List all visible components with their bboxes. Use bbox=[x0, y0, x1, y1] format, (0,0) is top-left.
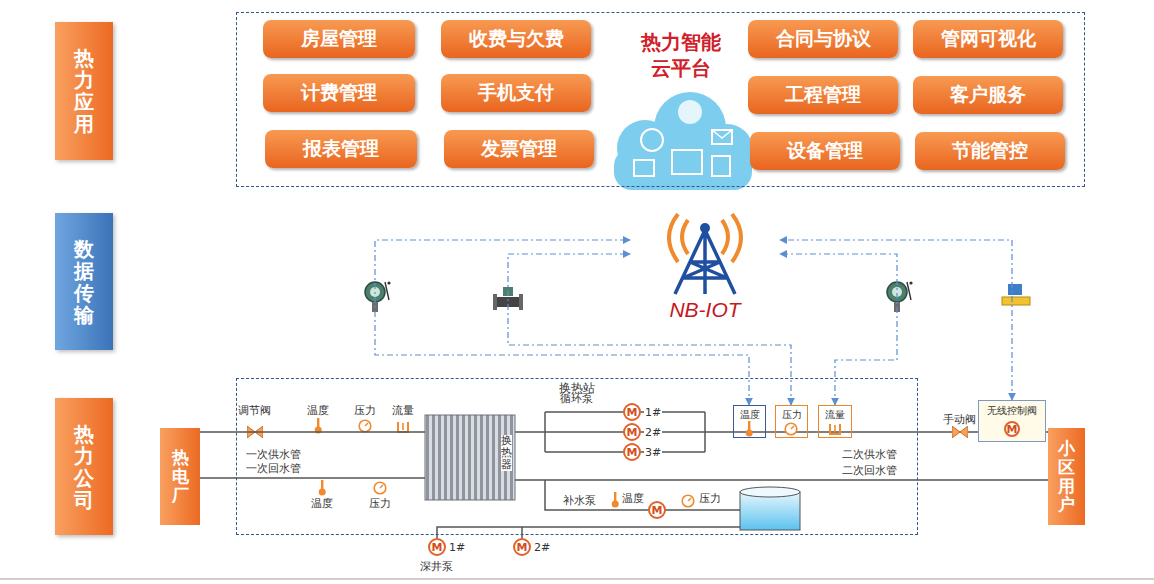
node-text: 压力 bbox=[776, 408, 807, 422]
node-text: 工程管理 bbox=[785, 82, 861, 108]
nbiot-tower: NB-IOT bbox=[630, 212, 780, 330]
schematic-label: 一次供水管 bbox=[246, 448, 301, 461]
node-text: 计费管理 bbox=[301, 80, 377, 106]
node-text: M bbox=[517, 542, 528, 553]
node-text: 房屋管理 bbox=[301, 26, 377, 52]
schematic-label: 二次回水管 bbox=[842, 464, 897, 477]
schematic-label: 3# bbox=[644, 446, 662, 459]
function-button: 手机支付 bbox=[441, 74, 591, 112]
signal-link bbox=[780, 254, 897, 405]
pipes bbox=[437, 412, 1048, 538]
layer-band: 热力公司 bbox=[55, 398, 113, 535]
sensor-box: 温度 bbox=[733, 405, 766, 438]
pump-circle: M bbox=[1004, 421, 1020, 437]
function-button: 房屋管理 bbox=[263, 20, 415, 58]
node-text: 数据传输 bbox=[74, 238, 94, 326]
tower-icon bbox=[630, 212, 780, 298]
function-button: 收费与欠费 bbox=[441, 20, 591, 58]
pump-circle: M bbox=[623, 423, 641, 441]
schematic-label: 深井泵 bbox=[420, 560, 453, 573]
node-text: 收费与欠费 bbox=[469, 26, 564, 52]
pump-circle: M bbox=[428, 538, 446, 556]
function-button: 设备管理 bbox=[750, 132, 900, 170]
function-button: 计费管理 bbox=[263, 74, 415, 112]
pump-circle: M bbox=[623, 443, 641, 461]
heat-exchanger: 换热器 bbox=[425, 415, 515, 500]
node-text: 客户服务 bbox=[950, 82, 1026, 108]
schematic-label: 温度 bbox=[622, 492, 644, 505]
pump-circle: M bbox=[623, 403, 641, 421]
node-text: 小区用户 bbox=[1058, 439, 1075, 514]
schematic-label: 温度 bbox=[307, 404, 329, 417]
endpoint-bar: 热电厂 bbox=[160, 428, 200, 525]
pipe-line bbox=[515, 479, 1048, 481]
water-tank bbox=[740, 487, 800, 530]
schematic-label: 压力 bbox=[354, 404, 376, 417]
node-text: 节能管控 bbox=[952, 138, 1028, 164]
layer-band: 热力应用 bbox=[55, 22, 113, 160]
schematic-label: 温度 bbox=[311, 497, 333, 510]
schematic-label: 手动阀 bbox=[943, 413, 976, 426]
pump-circle: M bbox=[513, 538, 531, 556]
schematic-label: 压力 bbox=[699, 492, 721, 505]
node-text: 无线控制阀 bbox=[979, 404, 1045, 418]
node-text: 设备管理 bbox=[787, 138, 863, 164]
function-button: 合同与协议 bbox=[748, 20, 898, 58]
function-button: 工程管理 bbox=[748, 76, 898, 114]
schematic-label: 流量 bbox=[392, 404, 414, 417]
node-text: 换热器 bbox=[501, 435, 512, 471]
schematic-label: 1# bbox=[644, 406, 662, 419]
node-text: M bbox=[627, 447, 638, 458]
pipe-line bbox=[200, 477, 425, 479]
node-text: 流量 bbox=[819, 408, 851, 422]
node-text: 报表管理 bbox=[303, 136, 379, 162]
schematic-label: 二次供水管 bbox=[842, 448, 897, 461]
function-button: 报表管理 bbox=[265, 130, 417, 168]
pump-circle: M bbox=[648, 501, 666, 519]
schematic-label: 一次回水管 bbox=[246, 462, 301, 475]
schematic-label: 循环泵 bbox=[560, 392, 593, 405]
schematic-label: 1# bbox=[449, 541, 465, 554]
node-text: 热力智能云平台 bbox=[639, 29, 723, 81]
endpoint-bar: 小区用户 bbox=[1048, 428, 1085, 525]
node-text: 管网可视化 bbox=[941, 26, 1036, 52]
function-button: 节能管控 bbox=[915, 132, 1065, 170]
layer-band: 数据传输 bbox=[55, 213, 113, 350]
node-text: M bbox=[627, 407, 638, 418]
signal-link bbox=[780, 240, 1012, 400]
sensor-box: 流量 bbox=[818, 405, 852, 438]
function-button: 客户服务 bbox=[913, 76, 1063, 114]
node-text: 发票管理 bbox=[481, 136, 557, 162]
wireless-valve: 无线控制阀 M bbox=[978, 400, 1046, 442]
node-text: 合同与协议 bbox=[776, 26, 871, 52]
function-button: 管网可视化 bbox=[913, 20, 1063, 58]
node-text: M bbox=[432, 542, 443, 553]
node-text: M bbox=[652, 505, 663, 516]
pipe-line bbox=[200, 431, 425, 433]
node-text: 热电厂 bbox=[172, 448, 189, 504]
schematic-label: 2# bbox=[644, 426, 662, 439]
platform-box: 热力智能云平台 房屋管理 收费与欠费 合同与协议 管网可视化计费管理 手机支付 工程管理 客户… bbox=[236, 12, 1085, 187]
schematic-label: 调节阀 bbox=[238, 404, 271, 417]
sensor-box: 压力 bbox=[775, 405, 808, 438]
node-text: NB-IOT bbox=[630, 298, 780, 322]
node-text: 手机支付 bbox=[478, 80, 554, 106]
node-text: M bbox=[627, 427, 638, 438]
node-text: 温度 bbox=[734, 408, 765, 422]
schematic-label: 2# bbox=[534, 541, 550, 554]
signal-link bbox=[508, 254, 791, 405]
cloud-icon bbox=[614, 92, 753, 190]
node-text: 热力公司 bbox=[74, 423, 94, 511]
function-button: 发票管理 bbox=[444, 130, 594, 168]
bottom-rule bbox=[0, 578, 1154, 580]
schematic-label: 补水泵 bbox=[563, 494, 596, 507]
heat-exchanger bbox=[425, 415, 515, 500]
node-text: M bbox=[1007, 424, 1018, 435]
schematic-label: 压力 bbox=[369, 497, 391, 510]
node-text: 热力应用 bbox=[74, 47, 94, 135]
